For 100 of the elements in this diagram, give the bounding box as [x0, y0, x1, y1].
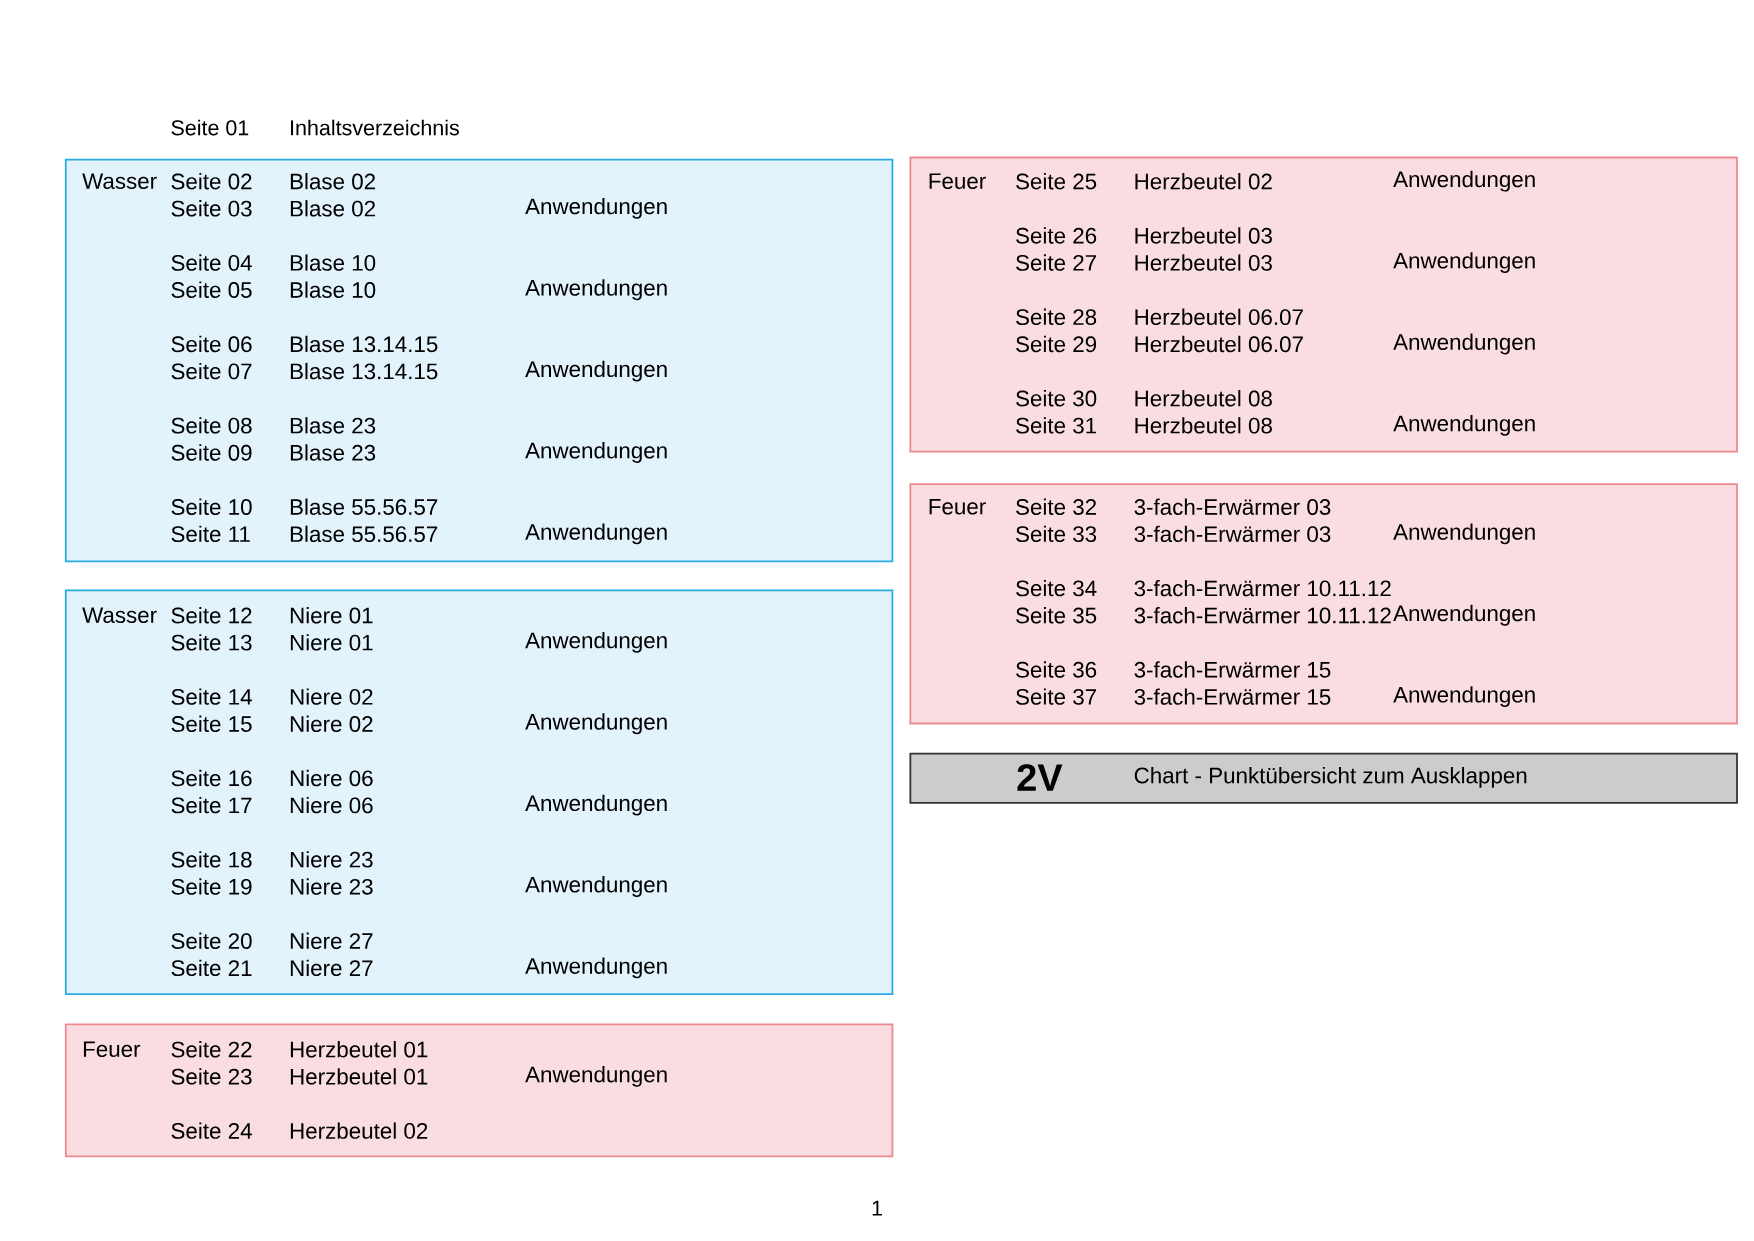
chapter-title: Niere 02 — [290, 715, 373, 733]
page-number: Seite 17 — [171, 797, 252, 814]
chapter-title: Niere 23 — [290, 851, 373, 868]
applications-label: Anwendungen — [525, 794, 667, 816]
chart-title: Chart - Punktübersicht zum Ausklappen — [1134, 767, 1527, 789]
page-number: Seite 10 — [171, 498, 252, 516]
page-number: Seite 02 — [171, 173, 252, 190]
applications-label: Anwendungen — [1393, 415, 1535, 436]
chart-bar — [909, 753, 1738, 805]
page-number: Seite 33 — [1016, 525, 1097, 543]
page-number: Seite 25 — [1016, 173, 1097, 190]
section-panel — [909, 156, 1738, 453]
applications-label: Anwendungen — [525, 957, 667, 979]
page-number: Seite 05 — [171, 281, 252, 299]
chapter-title: Niere 27 — [290, 932, 373, 950]
applications-label: Anwendungen — [525, 198, 667, 219]
page-number: Seite 22 — [171, 1041, 252, 1058]
applications-label: Anwendungen — [525, 1066, 667, 1087]
section-panel — [909, 483, 1738, 725]
page-number: Seite 08 — [171, 417, 252, 434]
applications-label: Anwendungen — [525, 713, 667, 735]
page-number: Seite 29 — [1016, 335, 1097, 353]
chapter-title: Herzbeutel 03 — [1135, 254, 1272, 271]
chapter-title: Niere 06 — [290, 797, 373, 814]
chapter-title: Blase 13.14.15 — [290, 363, 438, 380]
page-number: Seite 32 — [1016, 498, 1096, 516]
applications-label: Anwendungen — [1393, 523, 1535, 545]
page-number: Seite 34 — [1016, 580, 1097, 597]
chapter-title: Blase 23 — [290, 417, 376, 434]
applications-label: Anwendungen — [1393, 252, 1535, 274]
page-number: Seite 11 — [171, 525, 250, 543]
page-number: Seite 01 — [171, 119, 249, 136]
page-number: 1 — [872, 1200, 882, 1216]
chapter-title: Herzbeutel 03 — [1135, 227, 1272, 244]
page-number: Seite 14 — [171, 688, 252, 706]
page-number: Seite 36 — [1016, 661, 1097, 678]
chapter-title: Herzbeutel 06.07 — [1135, 308, 1303, 326]
chapter-title: 3-fach-Erwärmer 10.11.12 — [1134, 580, 1391, 597]
chapter-title: 3-fach-Erwärmer 03 — [1134, 525, 1331, 543]
chapter-title: 3-fach-Erwärmer 10.11.12 — [1134, 607, 1391, 624]
chapter-title: Herzbeutel 08 — [1135, 417, 1272, 434]
element-label: Feuer — [929, 499, 986, 515]
section-panel — [64, 589, 894, 996]
page-number: Seite 12 — [171, 607, 252, 624]
page-number: Seite 18 — [171, 851, 252, 868]
element-label: Feuer — [83, 1041, 141, 1058]
chapter-title: Blase 10 — [290, 281, 376, 299]
page-number: Seite 04 — [171, 254, 252, 271]
element-label: Feuer — [929, 173, 986, 190]
applications-label: Anwendungen — [1393, 171, 1535, 192]
page-number: Seite 07 — [171, 363, 252, 380]
element-label: Wasser — [82, 607, 157, 624]
chapter-title: Niere 23 — [290, 878, 373, 895]
page-number: Seite 28 — [1016, 308, 1097, 326]
chapter-title: Niere 01 — [290, 607, 373, 624]
applications-label: Anwendungen — [525, 279, 667, 301]
chapter-title: Herzbeutel 01 — [290, 1068, 428, 1085]
chapter-title: 3-fach-Erwärmer 15 — [1134, 688, 1331, 706]
chapter-title: Herzbeutel 08 — [1135, 390, 1272, 407]
page-number: Seite 15 — [171, 715, 252, 733]
chapter-title: Niere 27 — [290, 959, 373, 977]
page-number: Seite 24 — [171, 1122, 252, 1140]
page-number: Seite 26 — [1016, 227, 1097, 244]
page-number: Seite 16 — [171, 770, 252, 787]
chapter-title: Blase 55.56.57 — [290, 525, 438, 543]
page-number: Seite 27 — [1016, 254, 1096, 271]
chapter-title: Blase 10 — [290, 254, 376, 271]
page-number: Seite 35 — [1016, 607, 1097, 624]
page-number: Seite 19 — [171, 878, 252, 895]
page-number: Seite 37 — [1016, 688, 1096, 706]
applications-label: Anwendungen — [1393, 605, 1535, 626]
chapter-title: Herzbeutel 02 — [290, 1122, 428, 1140]
applications-label: Anwendungen — [1393, 686, 1535, 708]
chapter-title: Niere 01 — [290, 634, 373, 651]
element-label: Wasser — [82, 173, 157, 190]
page-number: Seite 21 — [171, 959, 252, 977]
applications-label: Anwendungen — [525, 632, 667, 653]
page-number: Seite 06 — [171, 335, 252, 353]
chapter-title: Blase 23 — [290, 444, 376, 461]
chapter-title: Inhaltsverzeichnis — [291, 119, 459, 136]
page-number: Seite 03 — [171, 200, 252, 217]
chapter-title: Blase 02 — [290, 173, 375, 190]
page-number: Seite 09 — [171, 444, 252, 461]
applications-label: Anwendungen — [525, 442, 667, 464]
applications-label: Anwendungen — [1393, 333, 1535, 355]
page-number: Seite 30 — [1016, 390, 1097, 407]
chapter-title: Herzbeutel 01 — [290, 1041, 428, 1058]
chapter-title: Blase 13.14.15 — [290, 335, 438, 353]
section-panel — [64, 1023, 894, 1158]
code-label: 2V — [1017, 764, 1063, 791]
applications-label: Anwendungen — [525, 360, 667, 382]
chapter-title: Blase 02 — [290, 200, 375, 217]
section-panel — [64, 159, 894, 563]
chapter-title: Herzbeutel 02 — [1135, 173, 1272, 190]
chapter-title: Niere 02 — [290, 688, 373, 706]
page-number: Seite 31 — [1016, 417, 1097, 434]
chapter-title: 3-fach-Erwärmer 15 — [1134, 661, 1331, 678]
page-number: Seite 13 — [171, 634, 252, 651]
page-number: Seite 20 — [171, 932, 252, 950]
chapter-title: Blase 55.56.57 — [290, 498, 438, 516]
